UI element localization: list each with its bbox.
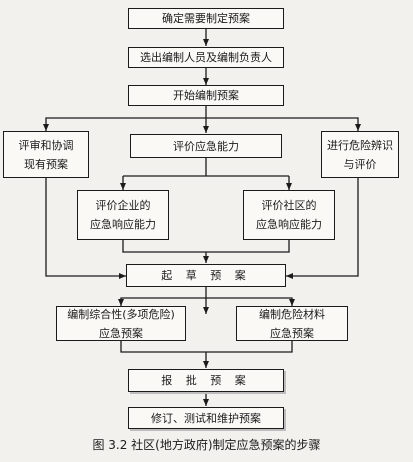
step-evaluate-enterprise: 评价企业的 应急响应能力 [77, 190, 169, 240]
step-start-drafting: 开始编制预案 [128, 85, 284, 106]
step-hazmat-plan: 编制危险材料 应急预案 [236, 306, 348, 341]
step-determine-need: 确定需要制定预案 [128, 8, 284, 29]
step-revise-test-maintain: 修订、测试和维护预案 [128, 407, 284, 429]
step-submit-approval: 报 批 预 案 [128, 369, 284, 392]
step-review-existing-plans: 评审和协调 现有预案 [3, 131, 89, 178]
step-comprehensive-plan: 编制综合性(多项危险) 应急预案 [56, 306, 186, 341]
figure-caption: 图 3.2 社区(地方政府)制定应急预案的步骤 [92, 438, 321, 452]
step-draft-plan: 起 草 预 案 [126, 264, 286, 287]
step-evaluate-capability: 评价应急能力 [130, 134, 282, 158]
step-select-staff: 选出编制人员及编制负责人 [128, 47, 284, 68]
step-evaluate-community: 评价社区的 应急响应能力 [243, 190, 335, 240]
step-hazard-identification: 进行危险辨识 与评价 [321, 131, 399, 178]
